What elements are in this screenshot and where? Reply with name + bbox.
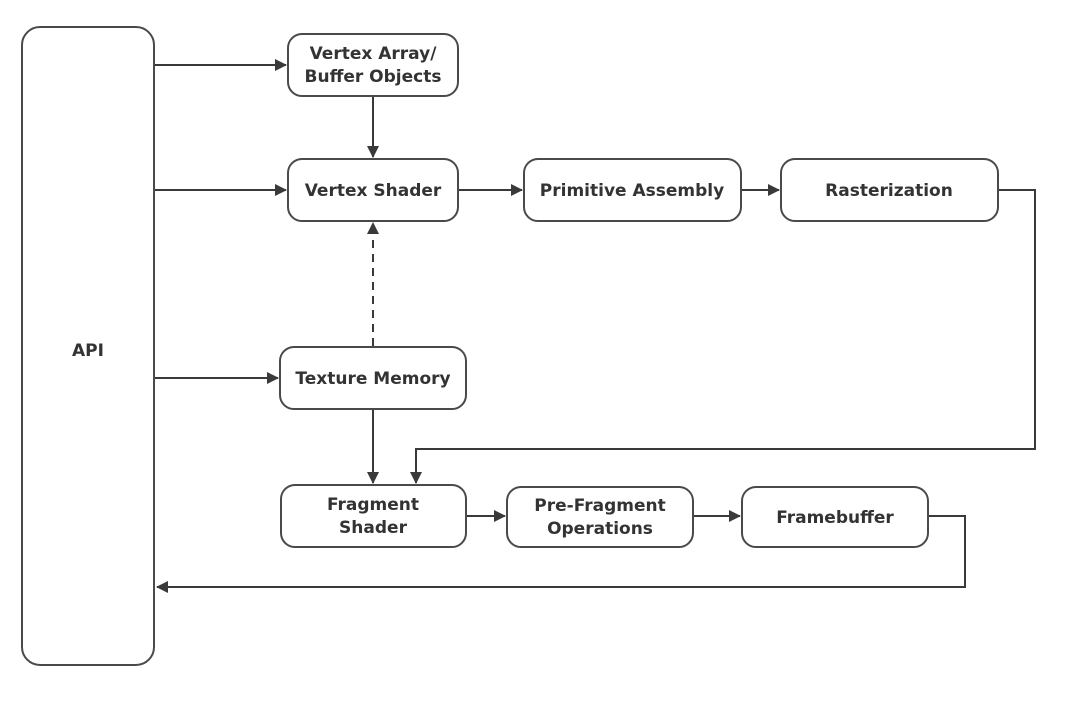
fragment-shader-label-line1: Fragment <box>327 495 419 515</box>
api-label: API <box>72 341 104 361</box>
primitive-assembly-node: Primitive Assembly <box>523 158 742 222</box>
texture-memory-node: Texture Memory <box>279 346 467 410</box>
fragment-shader-node: Fragment Shader <box>280 484 467 548</box>
edge-rasterization-to-fragment-shader <box>410 189 1036 484</box>
rasterization-label: Rasterization <box>825 181 953 201</box>
vertex-shader-node: Vertex Shader <box>287 158 459 222</box>
pre-fragment-operations-node: Pre-Fragment Operations <box>506 486 694 548</box>
vertex-shader-label: Vertex Shader <box>305 181 442 201</box>
pre-fragment-label-line2: Operations <box>547 519 653 539</box>
vertex-array-label-line1: Vertex Array/ <box>310 44 438 64</box>
edge-framebuffer-to-api <box>156 515 966 593</box>
api-node: API <box>21 26 155 666</box>
pre-fragment-label-line1: Pre-Fragment <box>534 496 665 516</box>
fragment-shader-label-line2: Shader <box>339 518 408 538</box>
primitive-assembly-label: Primitive Assembly <box>540 181 724 201</box>
texture-memory-label: Texture Memory <box>295 369 450 389</box>
vertex-array-label-line2: Buffer Objects <box>305 67 442 87</box>
framebuffer-node: Framebuffer <box>741 486 929 548</box>
vertex-array-buffer-objects-node: Vertex Array/ Buffer Objects <box>287 33 459 97</box>
rasterization-node: Rasterization <box>780 158 999 222</box>
framebuffer-label: Framebuffer <box>776 508 894 528</box>
